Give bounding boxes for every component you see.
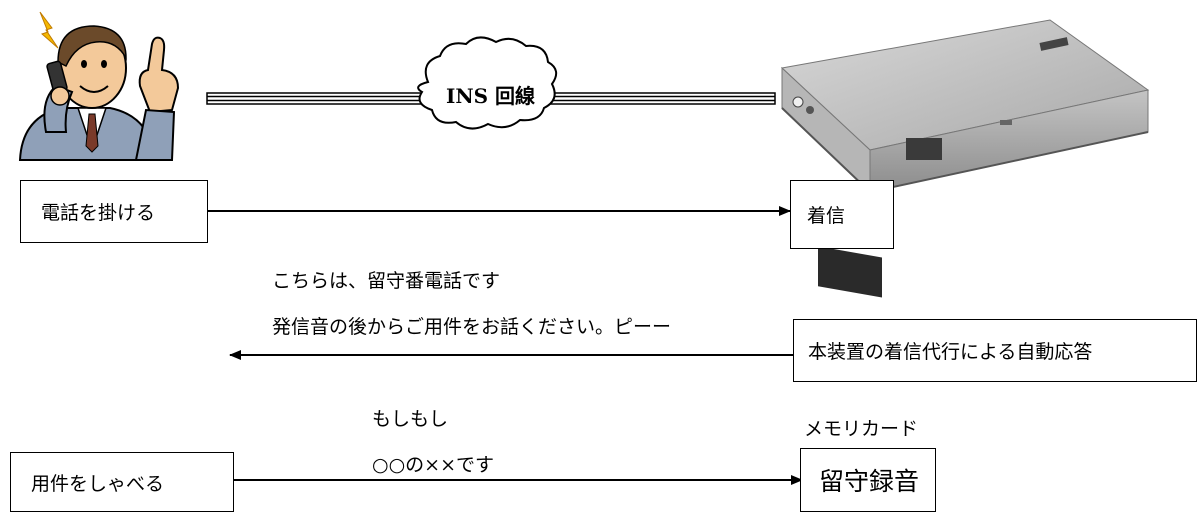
- record-box-label: 留守録音: [819, 467, 920, 496]
- caller-line-2: ○○の××です: [372, 454, 494, 476]
- caller-person-icon: [18, 11, 180, 161]
- speak-box: 用件をしゃべる: [10, 452, 234, 512]
- incoming-box: 着信: [790, 180, 894, 249]
- memory-card-label: メモリカード: [804, 418, 919, 440]
- caller-line-1: もしもし: [372, 408, 449, 430]
- call-box-label: 電話を掛ける: [41, 202, 156, 224]
- answering-machine-device: [780, 19, 1150, 298]
- ringing-lightning-icon: [39, 11, 59, 49]
- greeting-line-1: こちらは、留守番電話です: [272, 270, 501, 292]
- greeting-line-2: 発信音の後からご用件をお話ください。ピーー: [272, 316, 672, 338]
- speak-box-label: 用件をしゃべる: [31, 472, 165, 495]
- network-cloud: [417, 36, 558, 130]
- incoming-box-label: 着信: [807, 205, 846, 227]
- auto-answer-label: 本装置の着信代行による自動応答: [808, 341, 1093, 363]
- record-box: 留守録音: [800, 448, 936, 512]
- network-label: INS 回線: [446, 84, 536, 108]
- auto-answer-box: 本装置の着信代行による自動応答: [793, 319, 1197, 382]
- call-box: 電話を掛ける: [20, 180, 208, 243]
